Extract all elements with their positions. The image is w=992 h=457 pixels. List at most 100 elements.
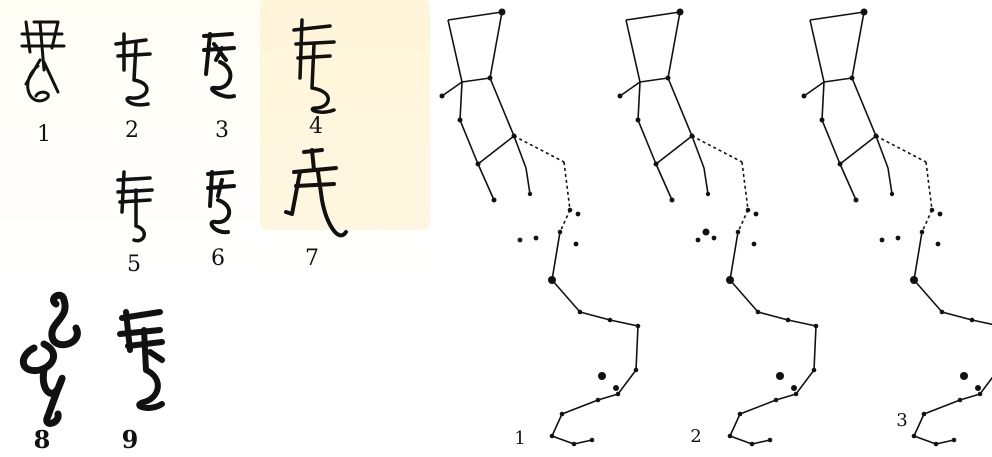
constellation-line	[921, 209, 933, 233]
star-dot	[849, 75, 855, 81]
constellation-line	[821, 81, 825, 121]
constellation-chart-3	[801, 8, 992, 447]
constellation-drawings	[439, 8, 992, 447]
glyph-3	[202, 32, 236, 99]
loose-star	[776, 372, 784, 380]
constellation-line	[887, 167, 893, 195]
constellation-line	[691, 135, 705, 169]
constellation-line	[809, 19, 825, 83]
loose-star	[879, 237, 885, 243]
star-dot	[633, 367, 639, 373]
constellation-line	[971, 319, 992, 326]
star-dot	[549, 433, 555, 439]
star-bright	[910, 276, 918, 284]
constellation-line	[459, 119, 479, 165]
constellation-panel: 1 2 3	[430, 0, 992, 457]
constellation-line	[551, 279, 581, 313]
constellation-line	[447, 19, 463, 83]
constellation-line	[913, 231, 923, 281]
constellation-line	[559, 209, 571, 233]
star-dot	[727, 433, 733, 439]
constellation-line	[551, 435, 575, 445]
constellation-line	[459, 81, 463, 121]
constellation-line	[851, 11, 865, 79]
constellation-line	[757, 311, 789, 321]
star-dot	[559, 411, 565, 417]
star-bright	[676, 8, 684, 16]
star-dot	[811, 367, 817, 373]
constellation-line	[655, 163, 673, 201]
constellation-line	[573, 439, 593, 445]
constellation-chart-1	[439, 8, 641, 447]
star-dot	[737, 411, 743, 417]
star-dot	[635, 117, 641, 123]
constellation-line	[839, 163, 857, 201]
constellation-line	[809, 11, 865, 21]
star-bright	[498, 8, 506, 16]
star-dot	[749, 441, 755, 447]
constellation-line	[813, 325, 817, 371]
star-dot	[527, 191, 533, 197]
glyph-label-6: 6	[211, 246, 225, 271]
constellation-line	[775, 393, 797, 401]
constellation-line	[821, 119, 841, 165]
star-dot	[595, 397, 601, 403]
constellation-line	[839, 135, 877, 165]
constellation-line	[979, 376, 992, 395]
star-dot	[491, 197, 497, 203]
constellation-line	[741, 161, 749, 211]
glyph-5	[116, 170, 154, 243]
star-dot	[813, 323, 819, 329]
star-dot	[589, 437, 595, 443]
loose-star	[575, 211, 581, 217]
star-dot	[939, 309, 945, 315]
loose-star	[895, 235, 901, 241]
constellation-line	[441, 81, 463, 97]
star-dot	[571, 441, 577, 447]
loose-star	[937, 211, 943, 217]
glyph-9	[117, 309, 165, 411]
star-dot	[635, 323, 641, 329]
loose-star	[975, 385, 981, 391]
constellation-line	[637, 81, 641, 121]
constellation-line	[489, 11, 503, 79]
constellation-line	[447, 11, 503, 21]
glyph-8	[20, 291, 81, 427]
star-dot	[665, 75, 671, 81]
star-dot	[487, 75, 493, 81]
constellation-line	[625, 19, 641, 83]
glyph-label-5: 5	[127, 252, 141, 277]
constellation-line	[513, 135, 527, 169]
glyph-6	[206, 170, 236, 235]
loose-star	[517, 237, 523, 243]
star-dot	[977, 391, 983, 397]
star-dot	[475, 161, 481, 167]
star-dot	[755, 309, 761, 315]
star-dot	[819, 117, 825, 123]
constellation-line	[751, 439, 771, 445]
star-dot	[745, 207, 751, 213]
star-dot	[785, 317, 791, 323]
constellation-line	[739, 399, 777, 415]
constellation-line	[913, 413, 925, 437]
constellation-line	[637, 119, 657, 165]
constellation-line	[489, 77, 515, 137]
constellation-line	[941, 311, 973, 321]
star-dot	[911, 433, 917, 439]
loose-star	[960, 372, 968, 380]
glyph-label-1: 1	[37, 122, 51, 147]
star-dot	[617, 93, 623, 99]
constellation-line	[667, 11, 681, 79]
constellation-line	[729, 231, 739, 281]
glyph-7	[284, 148, 348, 238]
glyph-label-2: 2	[125, 118, 139, 143]
glyph-label-7: 7	[305, 246, 319, 271]
glyph-label-4: 4	[309, 114, 323, 139]
glyph-2	[114, 32, 152, 107]
star-dot	[773, 397, 779, 403]
constellation-line	[703, 167, 709, 195]
constellation-line	[525, 167, 531, 195]
chart-label-2: 2	[690, 426, 702, 447]
star-dot	[919, 229, 925, 235]
star-bright	[548, 276, 556, 284]
